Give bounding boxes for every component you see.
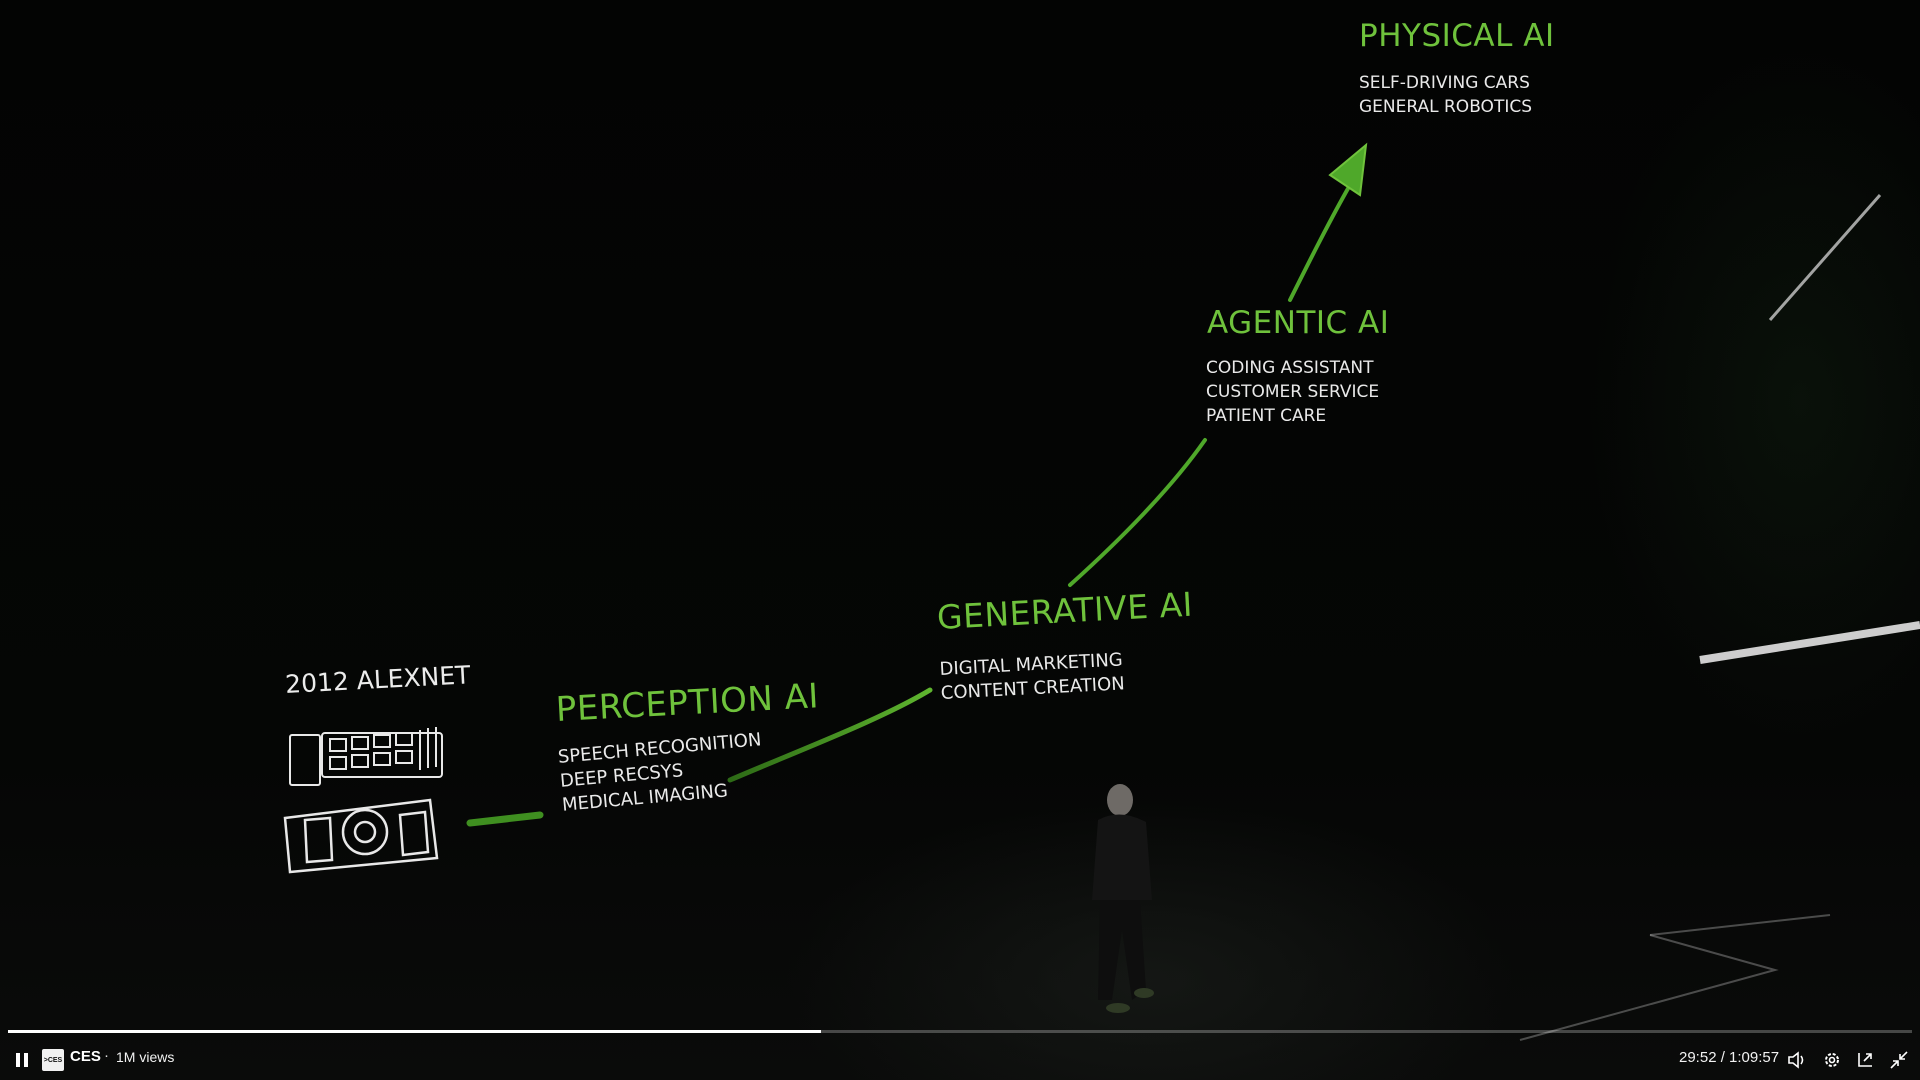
channel-logo[interactable]: >CES	[42, 1049, 64, 1071]
curve-segment-agentic	[1288, 183, 1352, 302]
volume-button[interactable]	[1785, 1048, 1809, 1072]
arrow-head	[1328, 142, 1368, 197]
pause-button[interactable]	[10, 1048, 34, 1072]
progress-bar[interactable]	[8, 1030, 1912, 1033]
stage-light-beam	[1768, 194, 1882, 321]
stage-item: CUSTOMER SERVICE	[1206, 382, 1380, 402]
exit-fullscreen-button[interactable]	[1887, 1048, 1911, 1072]
alexnet-gpu-sketch	[283, 798, 439, 874]
stage-item: SELF-DRIVING CARS	[1359, 73, 1530, 93]
curve-segment-generative	[1068, 438, 1207, 587]
miniplayer-icon	[1858, 1053, 1872, 1067]
stage-item: CODING ASSISTANT	[1206, 358, 1374, 378]
stage-light-strip	[1699, 621, 1920, 664]
stage-title-physical: PHYSICAL AI	[1359, 18, 1555, 54]
view-count: 1M views	[116, 1049, 175, 1065]
stage-items-generative: DIGITAL MARKETING CONTENT CREATION	[939, 648, 1125, 706]
stage-item: GENERAL ROBOTICS	[1359, 97, 1532, 117]
stage-items-agentic: CODING ASSISTANT CUSTOMER SERVICE PATIEN…	[1206, 356, 1379, 428]
pause-icon	[16, 1053, 28, 1067]
presenter-figure	[1092, 784, 1154, 1013]
exit-fullscreen-icon	[1890, 1051, 1908, 1069]
separator-dot: ·	[104, 1047, 109, 1064]
stage-item: PATIENT CARE	[1206, 406, 1327, 426]
progress-played	[8, 1030, 821, 1033]
time-display: 29:52 / 1:09:57	[1679, 1049, 1780, 1066]
stage-floor-outline	[1519, 914, 1831, 1041]
volume-icon	[1788, 1051, 1804, 1069]
stage-items-physical: SELF-DRIVING CARS GENERAL ROBOTICS	[1359, 71, 1532, 119]
stage-title-agentic: AGENTIC AI	[1207, 305, 1390, 341]
curve-segment-start	[466, 811, 544, 827]
settings-button[interactable]	[1820, 1048, 1844, 1072]
miniplayer-button[interactable]	[1853, 1048, 1877, 1072]
alexnet-chip-sketch	[289, 727, 443, 786]
curve-segment-perception	[727, 687, 933, 783]
channel-name[interactable]: CES	[70, 1048, 101, 1065]
settings-icon	[1825, 1053, 1839, 1067]
